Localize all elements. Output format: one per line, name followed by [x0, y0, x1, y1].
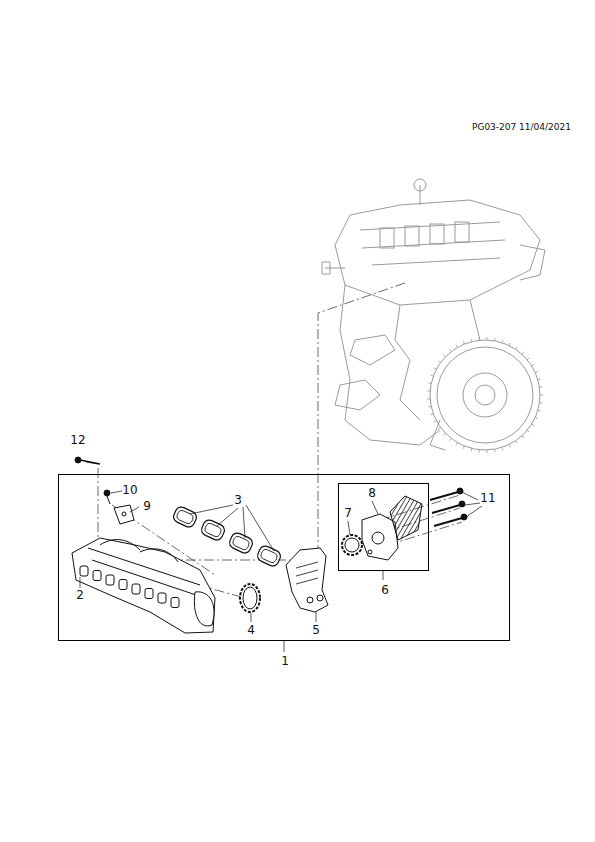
callout-number: 6	[380, 583, 390, 597]
callout-number: 10	[121, 483, 138, 497]
callout-number: 1	[280, 654, 290, 668]
callout-number: 4	[246, 623, 256, 637]
callout-number: 7	[343, 506, 353, 520]
callout-number: 2	[75, 588, 85, 602]
group-frame: 16	[58, 474, 510, 641]
callout-number: 9	[142, 499, 152, 513]
callout-number: 12	[69, 433, 86, 447]
callout-number: 5	[311, 623, 321, 637]
group-frame: 6	[338, 483, 429, 571]
callout-number: 11	[479, 491, 496, 505]
parts	[72, 457, 467, 633]
callout-number: 3	[233, 493, 243, 507]
drawing-reference: PG03-207 11/04/2021	[471, 122, 572, 133]
callout-number: 8	[367, 486, 377, 500]
leader-line	[80, 462, 482, 652]
engine-illustration	[322, 179, 545, 450]
